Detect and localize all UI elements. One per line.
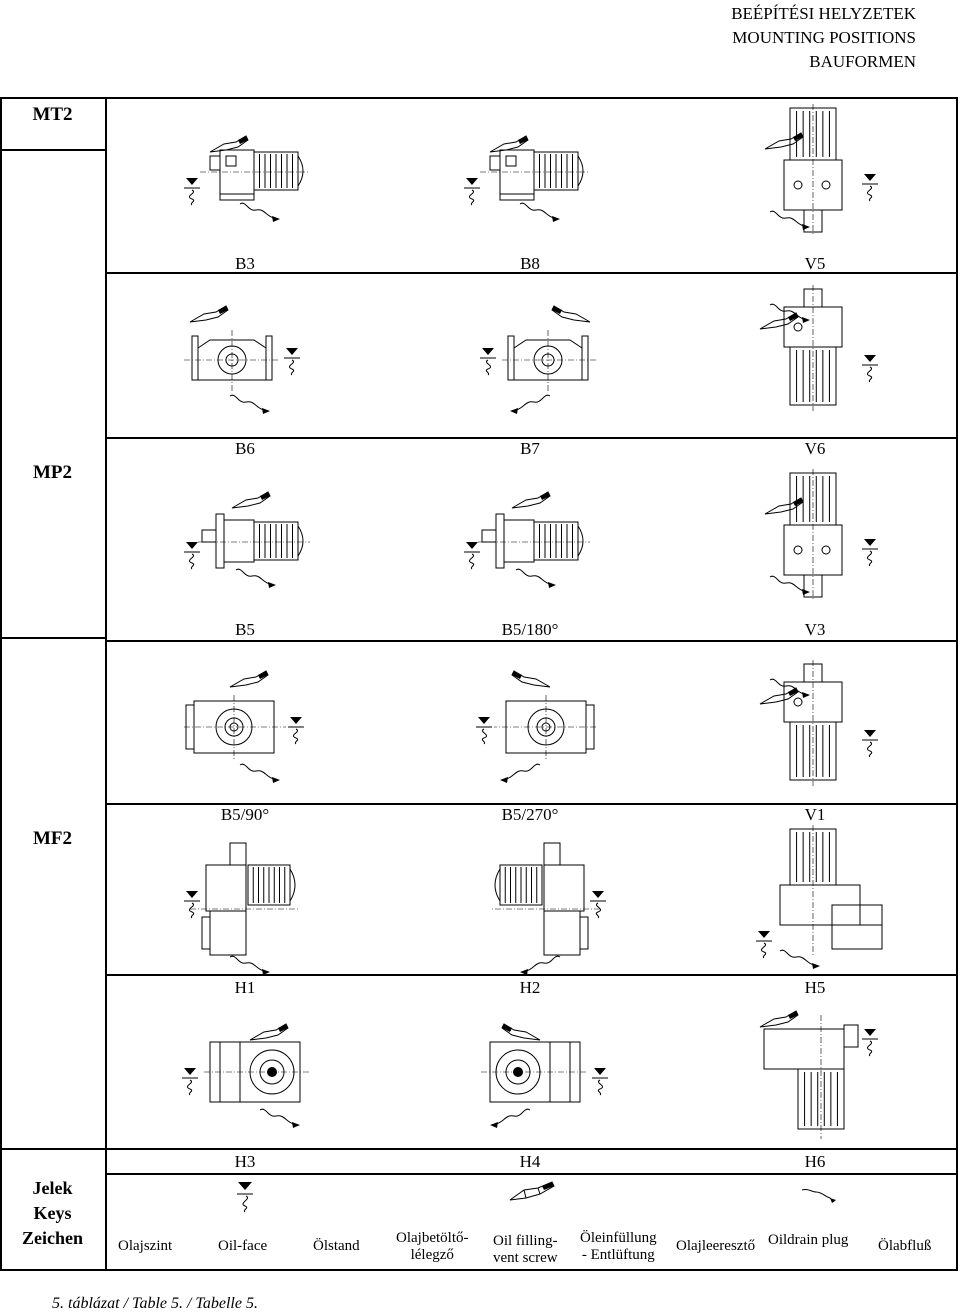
mounting-diagram-vertical	[750, 660, 900, 800]
keys-label-en: Keys	[33, 1203, 72, 1223]
mounting-diagram-shaft-top	[460, 1020, 610, 1128]
position-caption: H3	[234, 1152, 256, 1171]
row-divider	[105, 437, 957, 439]
group-divider	[0, 637, 107, 639]
position-caption: H5	[804, 978, 826, 997]
key-oil-filling-de: Öleinfüllung - Entlüftung	[580, 1230, 657, 1263]
mounting-diagram-end-view	[470, 300, 600, 414]
position-caption: H6	[804, 1152, 826, 1171]
position-caption: B7	[520, 439, 540, 458]
position-caption: B5	[235, 620, 255, 639]
position-caption: V5	[804, 254, 826, 273]
mounting-diagram-horizontal	[460, 120, 610, 222]
mounting-diagram-horizontal	[460, 490, 610, 588]
key-oil-drain-de: Ölabfluß	[878, 1238, 932, 1254]
mounting-diagram-end-view	[180, 300, 310, 414]
position-caption: V3	[804, 620, 826, 639]
key-oil-drain-en: Oildrain plug	[768, 1232, 849, 1248]
mounting-diagram-shaft-mount	[460, 835, 610, 975]
mounting-diagram-shaft-mount	[750, 825, 900, 969]
group-label-mt2: MT2	[32, 104, 73, 125]
row-divider	[105, 640, 957, 642]
mounting-diagram-vertical	[750, 465, 900, 605]
mounting-diagram-vertical	[750, 100, 900, 240]
key-oil-filling-en: Oil filling- vent screw	[493, 1233, 558, 1266]
group-label-mf2: MF2	[32, 828, 73, 849]
mounting-diagram-horizontal	[180, 120, 330, 222]
mounting-diagram-flange-view	[180, 665, 310, 783]
position-caption: B8	[520, 254, 540, 273]
position-caption: B5/180°	[501, 620, 559, 639]
group-divider	[0, 149, 107, 151]
position-caption: V1	[804, 805, 826, 824]
key-oil-level-hu: Olajszint	[118, 1238, 173, 1254]
row-divider	[105, 803, 957, 805]
header-en: MOUNTING POSITIONS	[732, 28, 916, 47]
table-frame	[0, 97, 958, 1271]
oil-filling-symbol	[508, 1180, 556, 1204]
mounting-diagram-horizontal	[180, 490, 330, 588]
position-caption: H4	[519, 1152, 541, 1171]
oil-level-symbol	[232, 1182, 262, 1212]
position-caption: H1	[234, 978, 256, 997]
position-caption: H2	[519, 978, 541, 997]
position-caption: B6	[235, 439, 255, 458]
mounting-diagram-shaft-top	[180, 1020, 330, 1128]
key-oil-filling-hu: Olajbetöltő- lélegző	[396, 1230, 469, 1263]
page-header: BEÉPÍTÉSI HELYZETEK MOUNTING POSITIONS B…	[731, 2, 916, 74]
mounting-diagram-vertical	[750, 285, 900, 430]
mounting-diagram-shaft-mount	[180, 835, 330, 975]
position-caption: V6	[804, 439, 826, 458]
position-caption: B5/270°	[501, 805, 559, 824]
table-caption: 5. táblázat / Table 5. / Tabelle 5.	[52, 1295, 258, 1312]
group-label-mp2: MP2	[32, 462, 73, 483]
group-column-divider	[105, 97, 107, 1271]
key-oil-level-de: Ölstand	[313, 1238, 360, 1254]
position-caption: B3	[235, 254, 255, 273]
key-oil-drain-hu: Olajleeresztő	[676, 1238, 756, 1254]
header-hu: BEÉPÍTÉSI HELYZETEK	[731, 4, 916, 23]
keys-label-hu: Jelek	[32, 1178, 73, 1198]
keys-label: Jelek Keys Zeichen	[0, 1176, 105, 1251]
row-divider	[105, 1173, 957, 1175]
position-caption: B5/90°	[220, 805, 270, 824]
keys-label-de: Zeichen	[22, 1228, 83, 1248]
oil-drain-symbol	[800, 1186, 836, 1203]
key-oil-level-en: Oil-face	[218, 1238, 268, 1254]
row-divider	[105, 1148, 957, 1150]
row-divider	[105, 272, 957, 274]
mounting-diagram-flange-view	[470, 665, 600, 783]
mounting-diagram-shaft-mount	[750, 1005, 900, 1145]
header-de: BAUFORMEN	[809, 52, 916, 71]
group-divider	[0, 1148, 107, 1150]
row-divider	[105, 974, 957, 976]
